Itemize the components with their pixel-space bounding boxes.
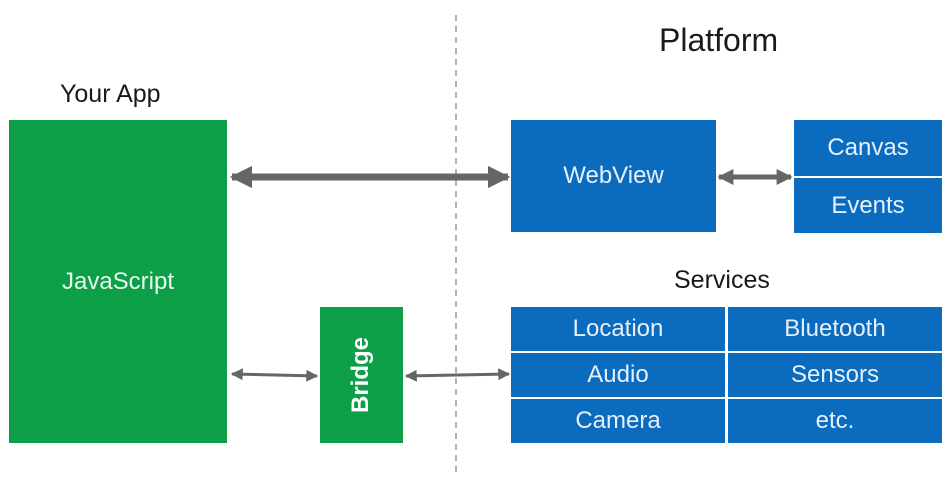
service-camera: Camera xyxy=(511,399,725,443)
bridge-label: Bridge xyxy=(347,336,375,414)
service-sensors: Sensors xyxy=(728,353,942,397)
service-etc-label: etc. xyxy=(815,407,855,434)
arrow-javascript-bridge xyxy=(230,368,319,382)
services-grid: Location Bluetooth Audio Sensors Camera … xyxy=(511,307,942,443)
webview-box: WebView xyxy=(511,120,716,232)
bridge-box: Bridge xyxy=(320,307,403,443)
service-location: Location xyxy=(511,307,725,351)
service-bluetooth-label: Bluetooth xyxy=(784,315,886,342)
canvas-box: Canvas xyxy=(794,120,942,176)
canvas-events-stack: Canvas Events xyxy=(794,120,942,233)
platform-label: Platform xyxy=(659,22,779,58)
service-camera-label: Camera xyxy=(575,407,661,434)
service-sensors-label: Sensors xyxy=(790,361,880,388)
service-audio-label: Audio xyxy=(587,361,649,388)
service-audio: Audio xyxy=(511,353,725,397)
service-etc: etc. xyxy=(728,399,942,443)
service-bluetooth: Bluetooth xyxy=(728,307,942,351)
webview-label: WebView xyxy=(563,162,664,189)
events-label: Events xyxy=(831,191,905,219)
service-location-label: Location xyxy=(572,315,664,342)
javascript-label: JavaScript xyxy=(61,267,175,295)
canvas-label: Canvas xyxy=(827,134,909,161)
arrow-bridge-services xyxy=(404,368,511,382)
events-box: Events xyxy=(794,178,942,233)
your-app-label: Your App xyxy=(60,80,161,108)
services-label: Services xyxy=(674,266,770,294)
javascript-box: JavaScript xyxy=(9,120,227,443)
